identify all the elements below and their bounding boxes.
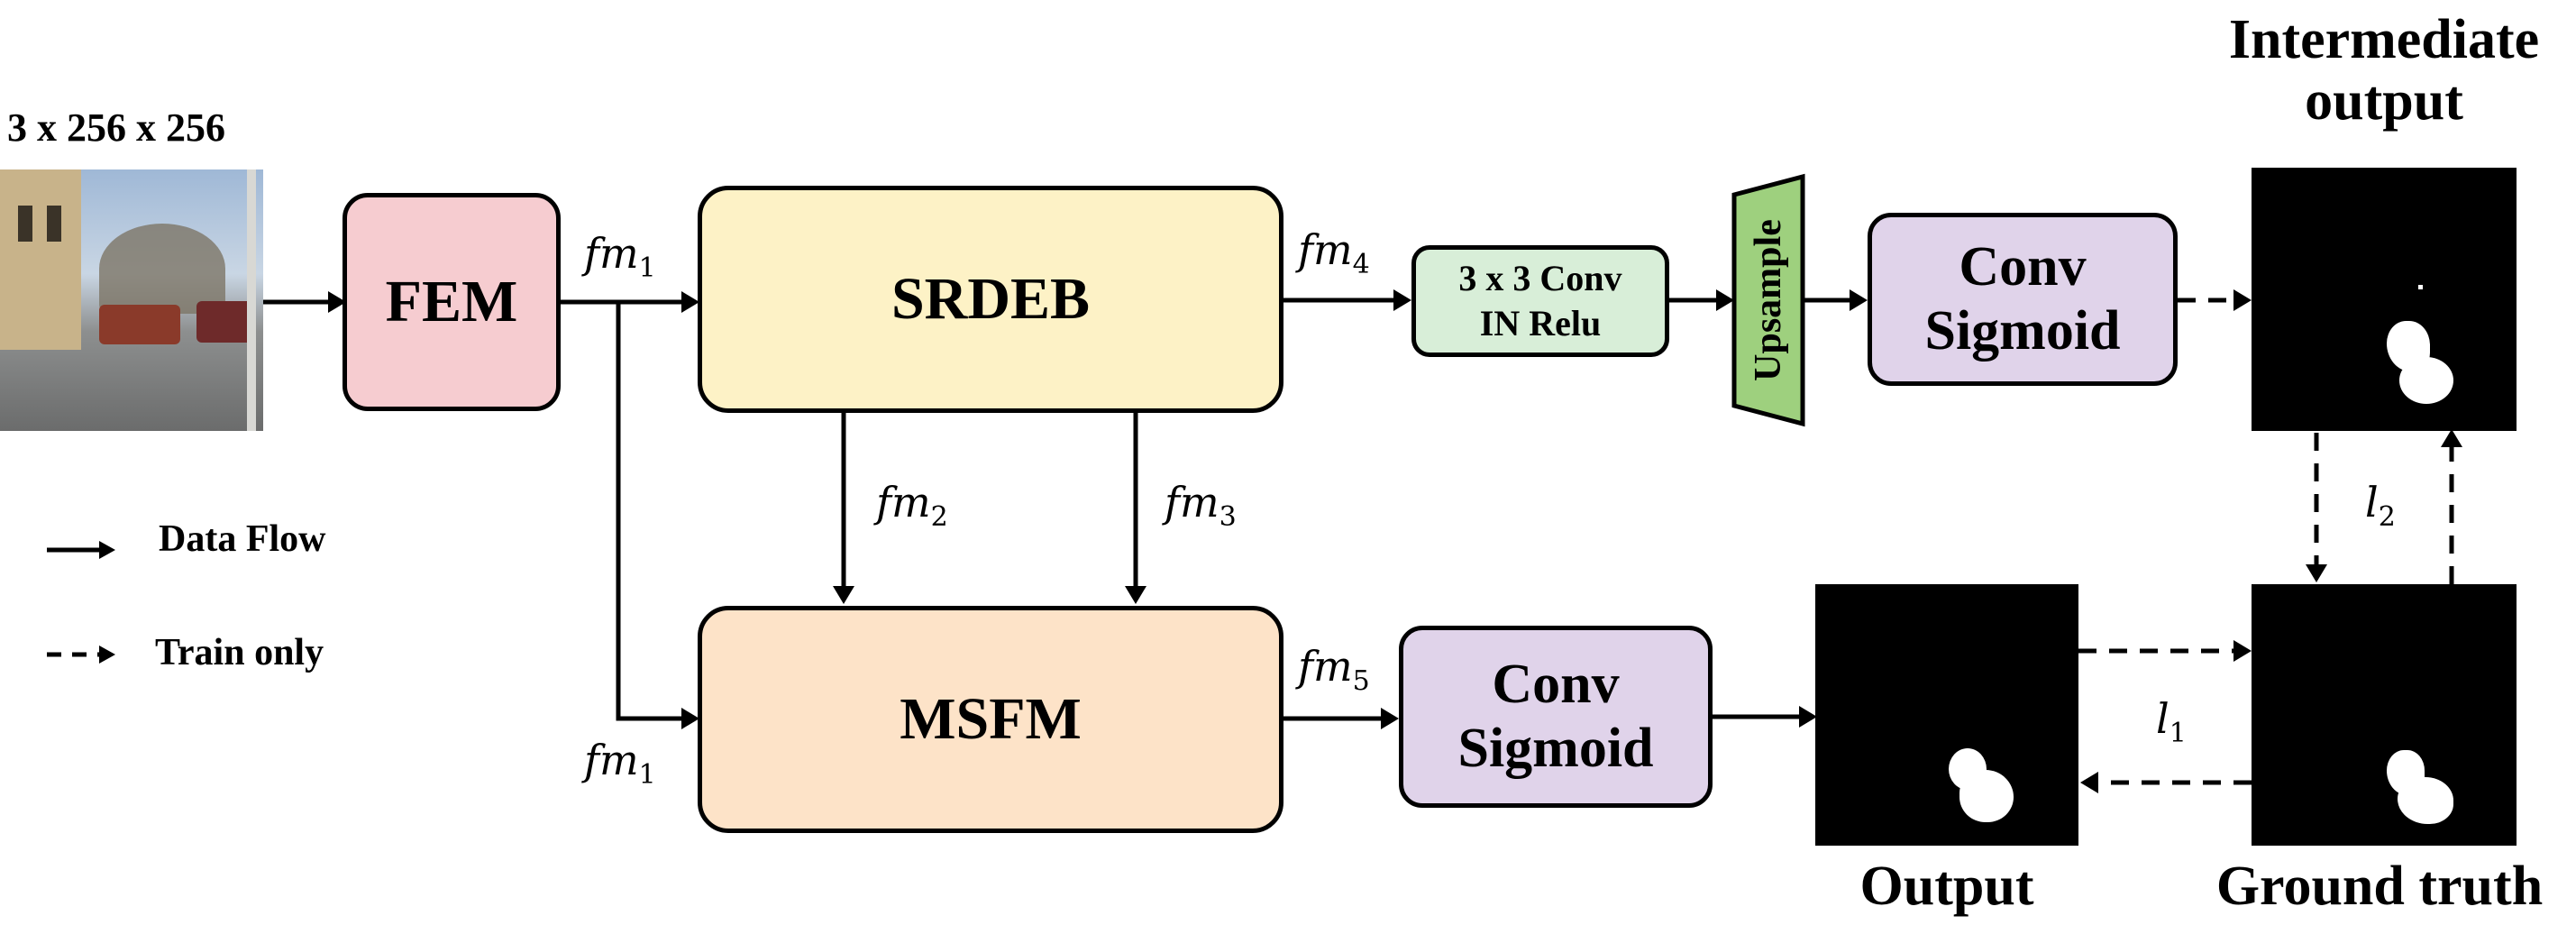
msfm-label: MSFM (900, 686, 1082, 752)
conv-sigmoid-top-line1: Conv (1959, 235, 2087, 298)
building-left (0, 169, 81, 350)
ground-truth-title: Ground truth (2215, 856, 2544, 917)
dashed-intermediate-to-gt-head (2306, 564, 2327, 582)
arrow-fm1-branch-head (681, 708, 699, 729)
dashed-convsig-to-intermediate-head (2233, 289, 2252, 311)
mask-blob (2399, 357, 2453, 404)
arrow-fm2-head (833, 586, 854, 604)
conv-in-relu-line1: 3 x 3 Conv (1458, 258, 1622, 298)
dashed-gt-to-output-head (2080, 772, 2098, 793)
conv-sigmoid-top-block: Conv Sigmoid (1868, 213, 2178, 386)
srdeb-block: SRDEB (698, 186, 1283, 413)
trees (99, 224, 225, 314)
conv-sigmoid-top-line2: Sigmoid (1924, 300, 2121, 362)
mask-fleck (2418, 285, 2423, 289)
fm5-label: fm5 (1298, 642, 1370, 698)
arrow-upsample-to-convsig-head (1850, 289, 1868, 311)
fem-block: FEM (343, 193, 561, 411)
mask-blob (2398, 777, 2453, 824)
conv-sigmoid-bottom-line1: Conv (1492, 653, 1620, 715)
dashed-gt-to-intermediate-head (2441, 429, 2462, 447)
arrow-msfm-to-convsig-head (1381, 708, 1399, 729)
upsample-label: Upsample (1748, 219, 1789, 381)
arrow-fm1-branch-to-msfm (616, 302, 685, 721)
fm2-label: fm2 (876, 478, 948, 534)
intermediate-line1: Intermediate (2228, 9, 2540, 70)
dashed-output-to-gt-head (2233, 640, 2252, 662)
building-window (18, 206, 32, 242)
arrow-convsig-to-output-head (1799, 706, 1817, 728)
pole-right (247, 169, 256, 431)
fm1-bottom-label: fm1 (584, 736, 656, 792)
fm3-label: fm3 (1165, 478, 1237, 534)
output-mask (1815, 584, 2078, 846)
legend-solid-head (99, 541, 115, 559)
intermediate-output-title: Intermediate output (2229, 9, 2539, 132)
fm1-top-label: fm1 (584, 229, 656, 285)
conv-in-relu-block: 3 x 3 Conv IN Relu (1411, 245, 1669, 357)
upsample-block (1731, 173, 1805, 427)
fm4-label: fm4 (1298, 225, 1370, 281)
input-image (0, 169, 263, 431)
l1-label: l1 (2156, 694, 2187, 750)
srdeb-label: SRDEB (891, 266, 1091, 332)
legend-data-flow: Data Flow (159, 518, 326, 560)
input-dims-label: 3 x 256 x 256 (7, 105, 225, 150)
ground-truth-mask (2252, 584, 2517, 846)
conv-in-relu-line2: IN Relu (1479, 303, 1602, 343)
msfm-block: MSFM (698, 606, 1283, 833)
conv-sigmoid-bottom-block: Conv Sigmoid (1399, 626, 1713, 808)
legend-dashed-head (99, 646, 115, 664)
intermediate-output-mask (2252, 168, 2517, 431)
intermediate-line2: output (2305, 70, 2463, 133)
fem-label: FEM (385, 269, 518, 334)
car-truck (196, 301, 254, 343)
legend-train-only: Train only (155, 632, 324, 673)
building-window (47, 206, 61, 242)
car-red (99, 305, 180, 344)
l2-label: l2 (2365, 478, 2396, 534)
output-title: Output (1859, 856, 2034, 917)
arrow-conv-to-upsample-head (1716, 289, 1734, 311)
arrow-srdeb-to-conv-head (1393, 289, 1411, 311)
arrow-input-to-fem-head (328, 291, 346, 313)
conv-sigmoid-bottom-line2: Sigmoid (1457, 718, 1654, 779)
arrow-fm3-head (1125, 586, 1146, 604)
arrow-fem-to-srdeb-head (681, 291, 699, 313)
mask-blob (1959, 770, 2014, 822)
